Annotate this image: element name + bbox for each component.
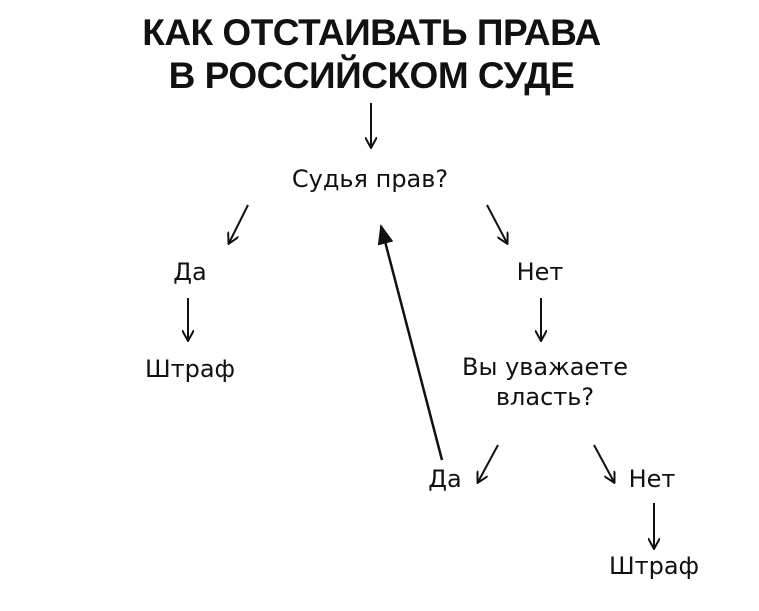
result-fine-2: Штраф (608, 552, 700, 580)
question-respect-authority-line-1: Вы уважаете (462, 353, 628, 381)
answer-yes-2: Да (428, 465, 462, 493)
question-respect-authority: Вы уважаете власть? (425, 352, 665, 412)
answer-yes-1: Да (173, 258, 207, 286)
arrow-q1-to-no1 (486, 204, 507, 243)
answer-no-2: Нет (628, 465, 676, 493)
arrow-yes2-back-to-q1 (377, 224, 444, 461)
arrow-q2-to-yes2 (478, 444, 499, 482)
answer-no-1: Нет (516, 258, 564, 286)
arrow-q2-to-no2 (593, 444, 614, 482)
title-line-2: В РОССИЙСКОМ СУДЕ (168, 55, 575, 96)
title-line-1: КАК ОТСТАИВАТЬ ПРАВА (142, 12, 601, 53)
question-respect-authority-line-2: власть? (495, 383, 595, 411)
arrow-q1-to-yes1 (229, 204, 249, 243)
question-judge-right: Судья прав? (291, 165, 449, 193)
result-fine-1: Штраф (144, 355, 236, 383)
